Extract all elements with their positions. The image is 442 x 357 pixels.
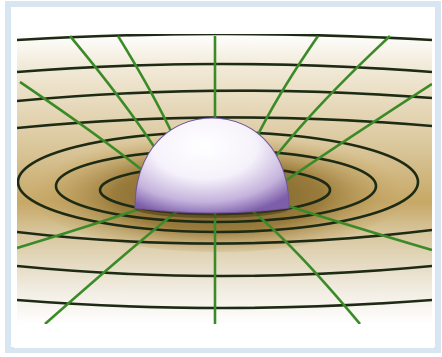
bottom-margin [14,324,434,348]
